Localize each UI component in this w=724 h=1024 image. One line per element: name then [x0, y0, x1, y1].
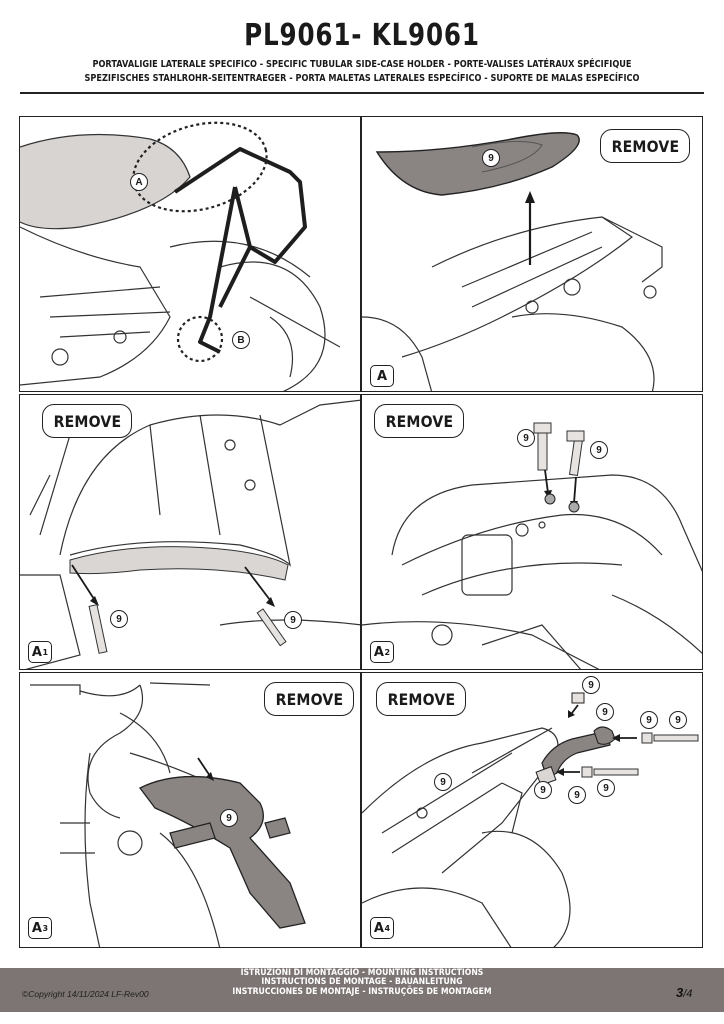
callout-9-left: 9 — [517, 429, 535, 447]
subtitle-line-1: PORTAVALIGIE LATERALE SPECIFICO - SPECIF… — [92, 59, 632, 70]
rear-cover-removal-illustration — [30, 682, 306, 947]
header-divider — [20, 92, 704, 94]
page-number: 3/4 — [676, 985, 693, 1000]
footer-instructions: ISTRUZIONI DI MONTAGGIO - MOUNTING INSTR… — [0, 968, 724, 997]
remove-label: REMOVE — [42, 404, 132, 438]
callout-b: B — [232, 331, 250, 349]
callout-9: 9 — [669, 711, 687, 729]
subtitle-line-2: SPEZIFISCHES STAHLROHR-SEITENTRAEGER - P… — [84, 73, 640, 84]
seat-removal-illustration — [362, 132, 663, 391]
copyright-text: ©Copyright 14/11/2024 LF-Rev00 — [22, 989, 149, 999]
top-bolts-illustration — [362, 422, 702, 669]
callout-9: 9 — [568, 786, 586, 804]
callout-9: 9 — [482, 149, 500, 167]
footer-line-1: ISTRUZIONI DI MONTAGGIO - MOUNTING INSTR… — [240, 968, 484, 978]
callout-a: A — [130, 173, 148, 191]
callout-9: 9 — [582, 676, 600, 694]
remove-label: REMOVE — [376, 682, 466, 716]
callout-9-right: 9 — [284, 611, 302, 629]
footer-line-2: INSTRUCTIONS DE MONTAGE - BAUANLEITUNG — [261, 977, 463, 988]
panel-2-remove-seat: 9 REMOVE A — [361, 116, 703, 392]
grab-handle-removal-illustration — [362, 692, 699, 947]
callout-9-left: 9 — [110, 610, 128, 628]
callout-9: 9 — [597, 779, 615, 797]
callout-9: 9 — [534, 781, 552, 799]
callout-9: 9 — [434, 773, 452, 791]
remove-label: REMOVE — [374, 404, 464, 438]
step-label: A — [370, 365, 394, 387]
rear-cover-illustration — [20, 399, 360, 669]
callout-9: 9 — [596, 703, 614, 721]
remove-label: REMOVE — [264, 682, 354, 716]
motorcycle-rack-illustration — [20, 121, 341, 391]
callout-9: 9 — [220, 809, 238, 827]
footer-bar — [0, 968, 724, 1012]
footer-line-3: INSTRUCCIONES DE MONTAJE - INSTRUÇÕES DE… — [232, 986, 492, 997]
remove-label: REMOVE — [600, 129, 690, 163]
callout-9-right: 9 — [590, 441, 608, 459]
callout-9: 9 — [640, 711, 658, 729]
product-code-title: PL9061- KL9061 — [244, 18, 480, 53]
panel-1-rack-overview: A B — [19, 116, 361, 392]
document-header: PL9061- KL9061 PORTAVALIGIE LATERALE SPE… — [0, 0, 724, 96]
